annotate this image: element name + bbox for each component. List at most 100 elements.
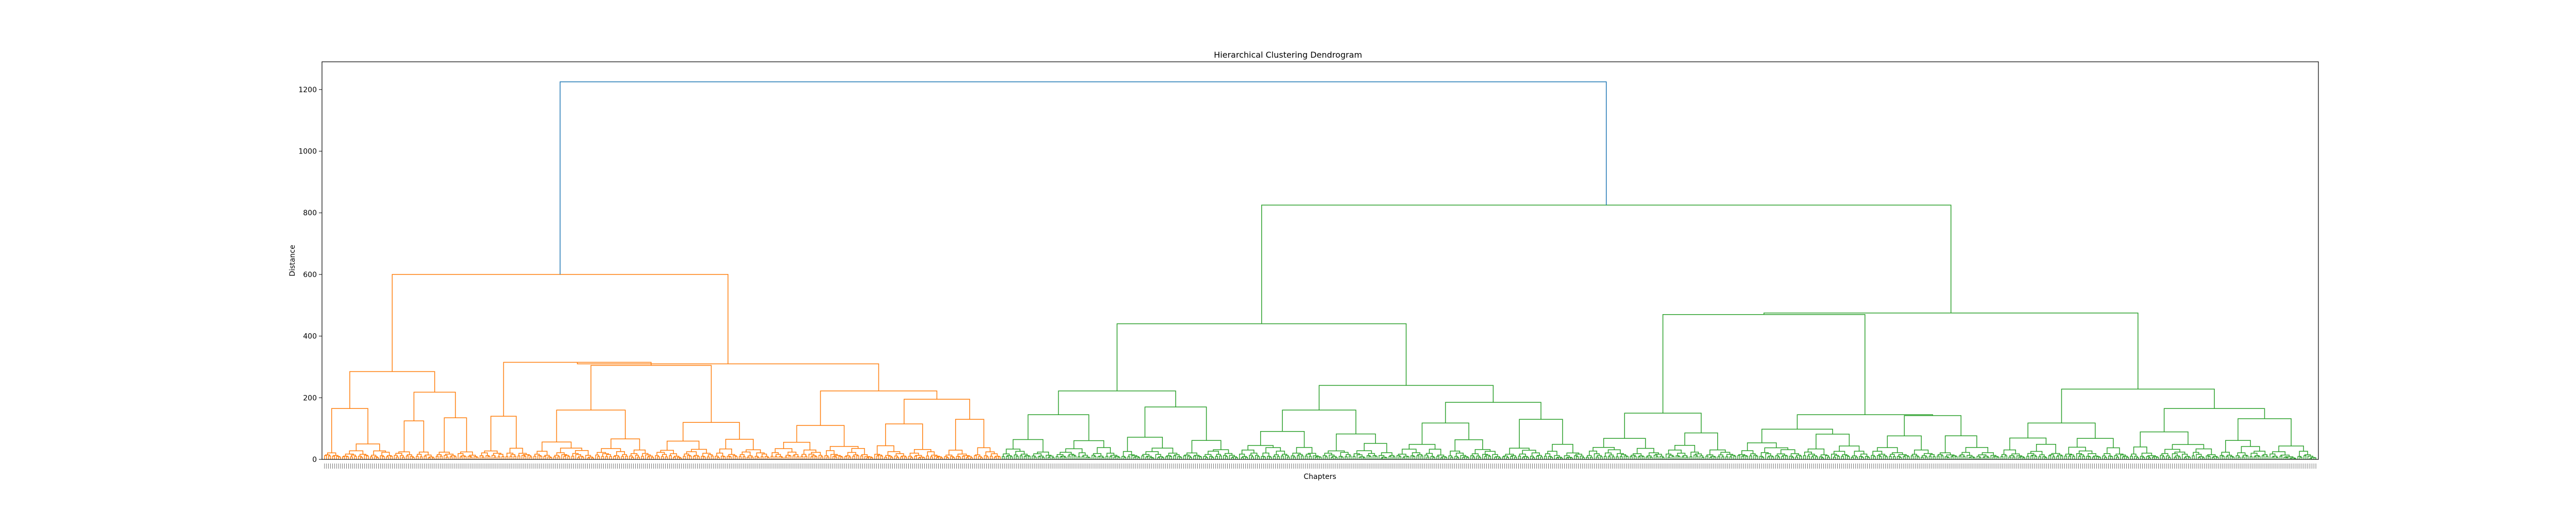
dendrogram-link xyxy=(1777,456,1781,459)
dendrogram-link xyxy=(914,456,917,459)
dendrogram-link xyxy=(1825,455,1829,459)
dendrogram-link xyxy=(1693,454,1698,459)
dendrogram-link xyxy=(1067,455,1071,459)
dendrogram-link xyxy=(1261,204,1952,324)
dendrogram-link xyxy=(950,456,954,459)
dendrogram-link xyxy=(533,456,536,459)
dendrogram-link xyxy=(1109,456,1112,459)
dendrogram-link xyxy=(1173,455,1176,459)
dendrogram-link xyxy=(1924,456,1928,459)
dendrogram-link xyxy=(851,448,865,455)
dendrogram-link xyxy=(602,453,609,457)
dendrogram-link xyxy=(1081,456,1084,459)
dendrogram-link xyxy=(503,362,652,417)
dendrogram-link xyxy=(1020,455,1023,459)
dendrogram-link xyxy=(661,456,664,459)
dendrogram-link xyxy=(1031,455,1036,459)
dendrogram-link xyxy=(754,456,759,459)
dendrogram-link xyxy=(673,457,676,459)
dendrogram-link xyxy=(1867,457,1870,459)
dendrogram-link xyxy=(1677,456,1681,459)
dendrogram-link xyxy=(725,439,754,450)
dendrogram-link xyxy=(728,456,732,459)
dendrogram-link xyxy=(876,455,879,459)
dendrogram-link xyxy=(1006,456,1009,459)
dendrogram-link xyxy=(1761,428,1833,443)
dendrogram-link xyxy=(1165,456,1168,459)
dendrogram-link xyxy=(804,456,807,459)
dendrogram-link xyxy=(669,455,672,459)
dendrogram-link xyxy=(1484,456,1487,459)
dendrogram-link xyxy=(2241,446,2260,453)
dendrogram-link xyxy=(1696,456,1699,459)
dendrogram-link xyxy=(974,455,977,459)
dendrogram-link xyxy=(2250,453,2258,457)
dendrogram-link xyxy=(1286,456,1290,459)
dendrogram-link xyxy=(1544,456,1547,459)
dendrogram-link xyxy=(1455,452,1464,457)
dendrogram-link xyxy=(373,450,386,455)
dendrogram-link xyxy=(745,449,761,453)
dendrogram-link xyxy=(1033,456,1037,459)
dendrogram-link xyxy=(621,456,624,459)
dendrogram-link xyxy=(2001,456,2004,459)
dendrogram-link xyxy=(590,365,712,423)
dendrogram-link xyxy=(888,456,892,459)
dendrogram-link xyxy=(1300,455,1304,459)
dendrogram-link xyxy=(689,455,692,459)
dendrogram-link xyxy=(655,455,659,459)
dendrogram-link xyxy=(2098,456,2101,459)
dendrogram-link xyxy=(1607,456,1611,459)
dendrogram-link xyxy=(2231,456,2235,459)
dendrogram-link xyxy=(1586,456,1589,459)
dendrogram-link xyxy=(2283,457,2287,459)
dendrogram-link xyxy=(1296,447,1313,454)
dendrogram-link xyxy=(1219,455,1222,459)
dendrogram-link xyxy=(2027,422,2096,439)
dendrogram-link xyxy=(1392,456,1396,459)
dendrogram-link xyxy=(1123,451,1132,457)
dendrogram-link xyxy=(784,456,788,459)
dendrogram-link xyxy=(1169,456,1173,459)
dendrogram-link xyxy=(1855,456,1858,459)
dendrogram-link xyxy=(338,456,341,459)
dendrogram-link xyxy=(665,456,668,459)
dendrogram-link xyxy=(342,456,345,459)
dendrogram-link xyxy=(2261,455,2265,459)
dendrogram-link xyxy=(1616,456,1619,459)
dendrogram-link xyxy=(1127,437,1163,452)
dendrogram-link xyxy=(1093,456,1096,459)
dendrogram-link xyxy=(1996,456,1999,459)
dendrogram-link xyxy=(2156,457,2159,459)
dendrogram-link xyxy=(2279,455,2283,459)
dendrogram-link xyxy=(1885,456,1888,459)
dendrogram-link xyxy=(1803,455,1806,459)
dendrogram-link xyxy=(2030,455,2033,459)
dendrogram-link xyxy=(1917,456,1920,459)
dendrogram-link xyxy=(683,456,686,459)
dendrogram-link xyxy=(1063,456,1066,459)
dendrogram-link xyxy=(955,419,985,451)
dendrogram-link xyxy=(686,451,697,456)
dendrogram-link xyxy=(722,456,726,459)
dendrogram-link xyxy=(2163,408,2265,432)
dendrogram-link xyxy=(358,455,362,459)
dendrogram-link xyxy=(1745,456,1749,459)
dendrogram-link xyxy=(977,447,991,455)
dendrogram-link xyxy=(1815,456,1818,459)
dendrogram-link xyxy=(818,455,822,459)
dendrogram-link xyxy=(389,456,393,459)
dendrogram-link xyxy=(2272,451,2286,455)
dendrogram-link xyxy=(1144,406,1207,441)
dendrogram-link xyxy=(876,445,894,455)
dendrogram-link xyxy=(1937,455,1940,459)
dendrogram-link xyxy=(1761,456,1765,459)
dendrogram-link xyxy=(2299,456,2302,459)
dendrogram-link xyxy=(1671,456,1674,459)
dendrogram-link xyxy=(517,455,520,459)
dendrogram-link xyxy=(1962,456,1965,459)
dendrogram-link xyxy=(1263,456,1266,459)
dendrogram-link xyxy=(2208,456,2211,459)
dendrogram-link xyxy=(1604,456,1607,459)
dendrogram-link xyxy=(403,420,425,452)
